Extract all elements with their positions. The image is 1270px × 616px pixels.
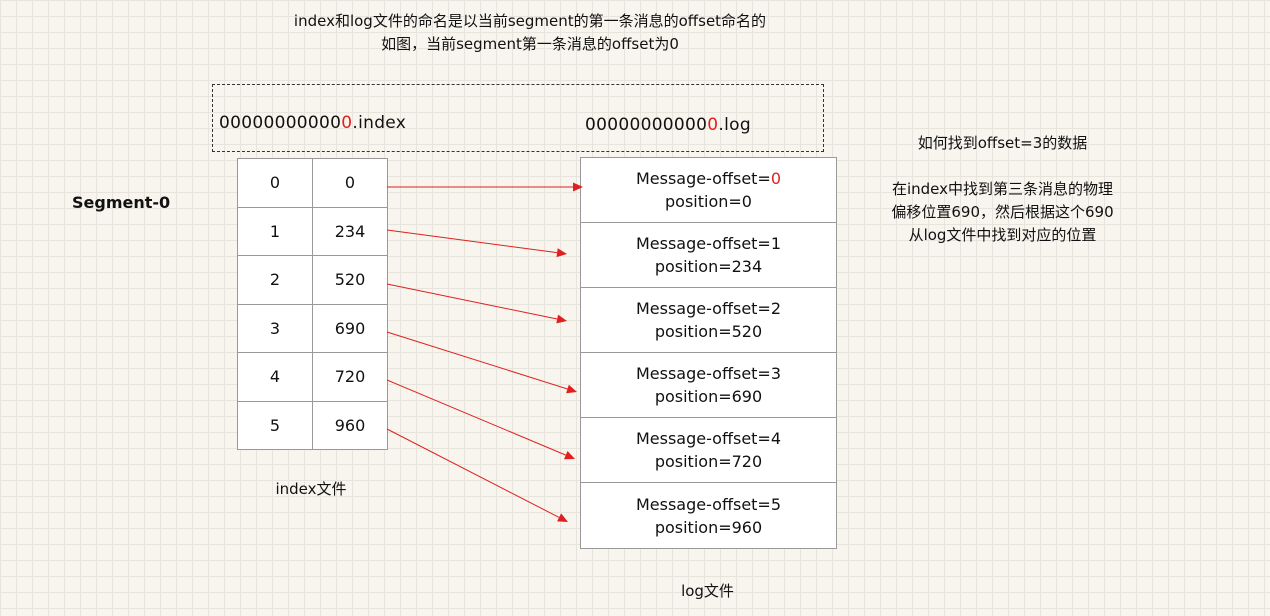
index-position-cell: 0: [312, 158, 388, 208]
index-offset-cell: 5: [237, 400, 313, 450]
note-answer-3: 从log文件中找到对应的位置: [908, 226, 1097, 244]
arrow-line: [386, 331, 568, 390]
arrow-line: [386, 283, 558, 320]
log-offset-label: Message-offset=: [635, 494, 771, 514]
log-offset-label: Message-offset=: [635, 169, 771, 188]
list-item: Message-offset=4 position=720: [581, 418, 836, 483]
log-offset-line: Message-offset=4: [636, 427, 781, 450]
log-offset-line: Message-offset=5: [636, 493, 781, 516]
log-offset-line: Message-offset=2: [636, 297, 781, 320]
log-position-line: position=520: [654, 322, 763, 341]
header-caption: index和log文件的命名是以当前segment的第一条消息的offset命名…: [230, 10, 830, 56]
index-file-prefix: 00000000000: [219, 113, 342, 133]
header-line-2: 如图，当前segment第一条消息的offset为0: [381, 35, 679, 53]
list-item: Message-offset=0 position=0: [581, 158, 836, 223]
list-item: Message-offset=3 position=690: [581, 353, 836, 418]
log-file-prefix: 00000000000: [585, 115, 708, 135]
index-offset-cell: 1: [237, 206, 313, 256]
index-offset-cell: 2: [237, 255, 313, 305]
log-position-line: position=960: [654, 517, 763, 537]
list-item: Message-offset=5 position=960: [581, 483, 836, 548]
index-position-cell: 234: [312, 206, 388, 256]
arrow-head: [556, 248, 567, 258]
index-position-cell: 690: [312, 303, 388, 353]
log-file-box: Message-offset=0 position=0 Message-offs…: [580, 157, 837, 549]
log-file-caption: log文件: [681, 582, 734, 600]
log-position-line: position=690: [654, 387, 763, 406]
note-question: 如何找到offset=3的数据: [917, 134, 1088, 152]
arrow-head: [573, 182, 583, 192]
log-position-line: position=234: [654, 257, 763, 276]
index-offset-cell: 4: [237, 352, 313, 402]
log-position-line: position=0: [665, 192, 752, 211]
log-offset-label: Message-offset=: [635, 234, 771, 253]
segment-label: Segment-0: [72, 193, 171, 212]
index-position-cell: 720: [312, 352, 388, 402]
index-position-cell: 960: [312, 400, 388, 450]
log-offset-value: 3: [770, 364, 782, 383]
index-file-caption: index文件: [275, 480, 347, 498]
arrow-line: [386, 229, 558, 254]
log-offset-label: Message-offset=: [635, 364, 771, 383]
arrow-group: [386, 182, 583, 522]
log-offset-value: 0: [770, 169, 782, 188]
explanation-note: 如何找到offset=3的数据 在index中找到第三条消息的物理 偏移位置69…: [860, 132, 1145, 247]
note-answer-1: 在index中找到第三条消息的物理: [891, 180, 1114, 198]
index-file-name: 000000000000.index: [219, 113, 406, 133]
log-file-digit: 0: [707, 115, 719, 135]
note-answer-2: 偏移位置690，然后根据这个690: [891, 203, 1114, 221]
log-offset-line: Message-offset=0: [636, 167, 781, 190]
arrow-line: [386, 379, 566, 456]
index-position-cell: 520: [312, 255, 388, 305]
file-names-box: [212, 84, 824, 152]
arrow-head: [566, 384, 577, 394]
arrow-head: [556, 314, 567, 324]
index-file-ext: .index: [352, 113, 407, 133]
header-line-1: index和log文件的命名是以当前segment的第一条消息的offset命名…: [293, 12, 767, 30]
log-offset-line: Message-offset=1: [636, 232, 781, 255]
log-offset-value: 1: [770, 234, 782, 253]
log-offset-line: Message-offset=3: [636, 362, 781, 385]
log-offset-value: 2: [770, 299, 782, 318]
list-item: Message-offset=1 position=234: [581, 223, 836, 288]
list-item: Message-offset=2 position=520: [581, 288, 836, 353]
arrow-head: [557, 513, 568, 522]
log-file-name: 000000000000.log: [585, 115, 751, 135]
log-offset-value: 5: [770, 494, 782, 514]
log-position-line: position=720: [654, 452, 763, 471]
log-offset-label: Message-offset=: [635, 429, 771, 448]
log-offset-value: 4: [770, 429, 782, 448]
index-offset-cell: 3: [237, 303, 313, 353]
log-offset-label: Message-offset=: [635, 299, 771, 318]
arrow-line: [386, 428, 560, 518]
index-file-digit: 0: [341, 113, 353, 133]
arrow-head: [564, 450, 575, 460]
log-file-ext: .log: [718, 115, 751, 135]
